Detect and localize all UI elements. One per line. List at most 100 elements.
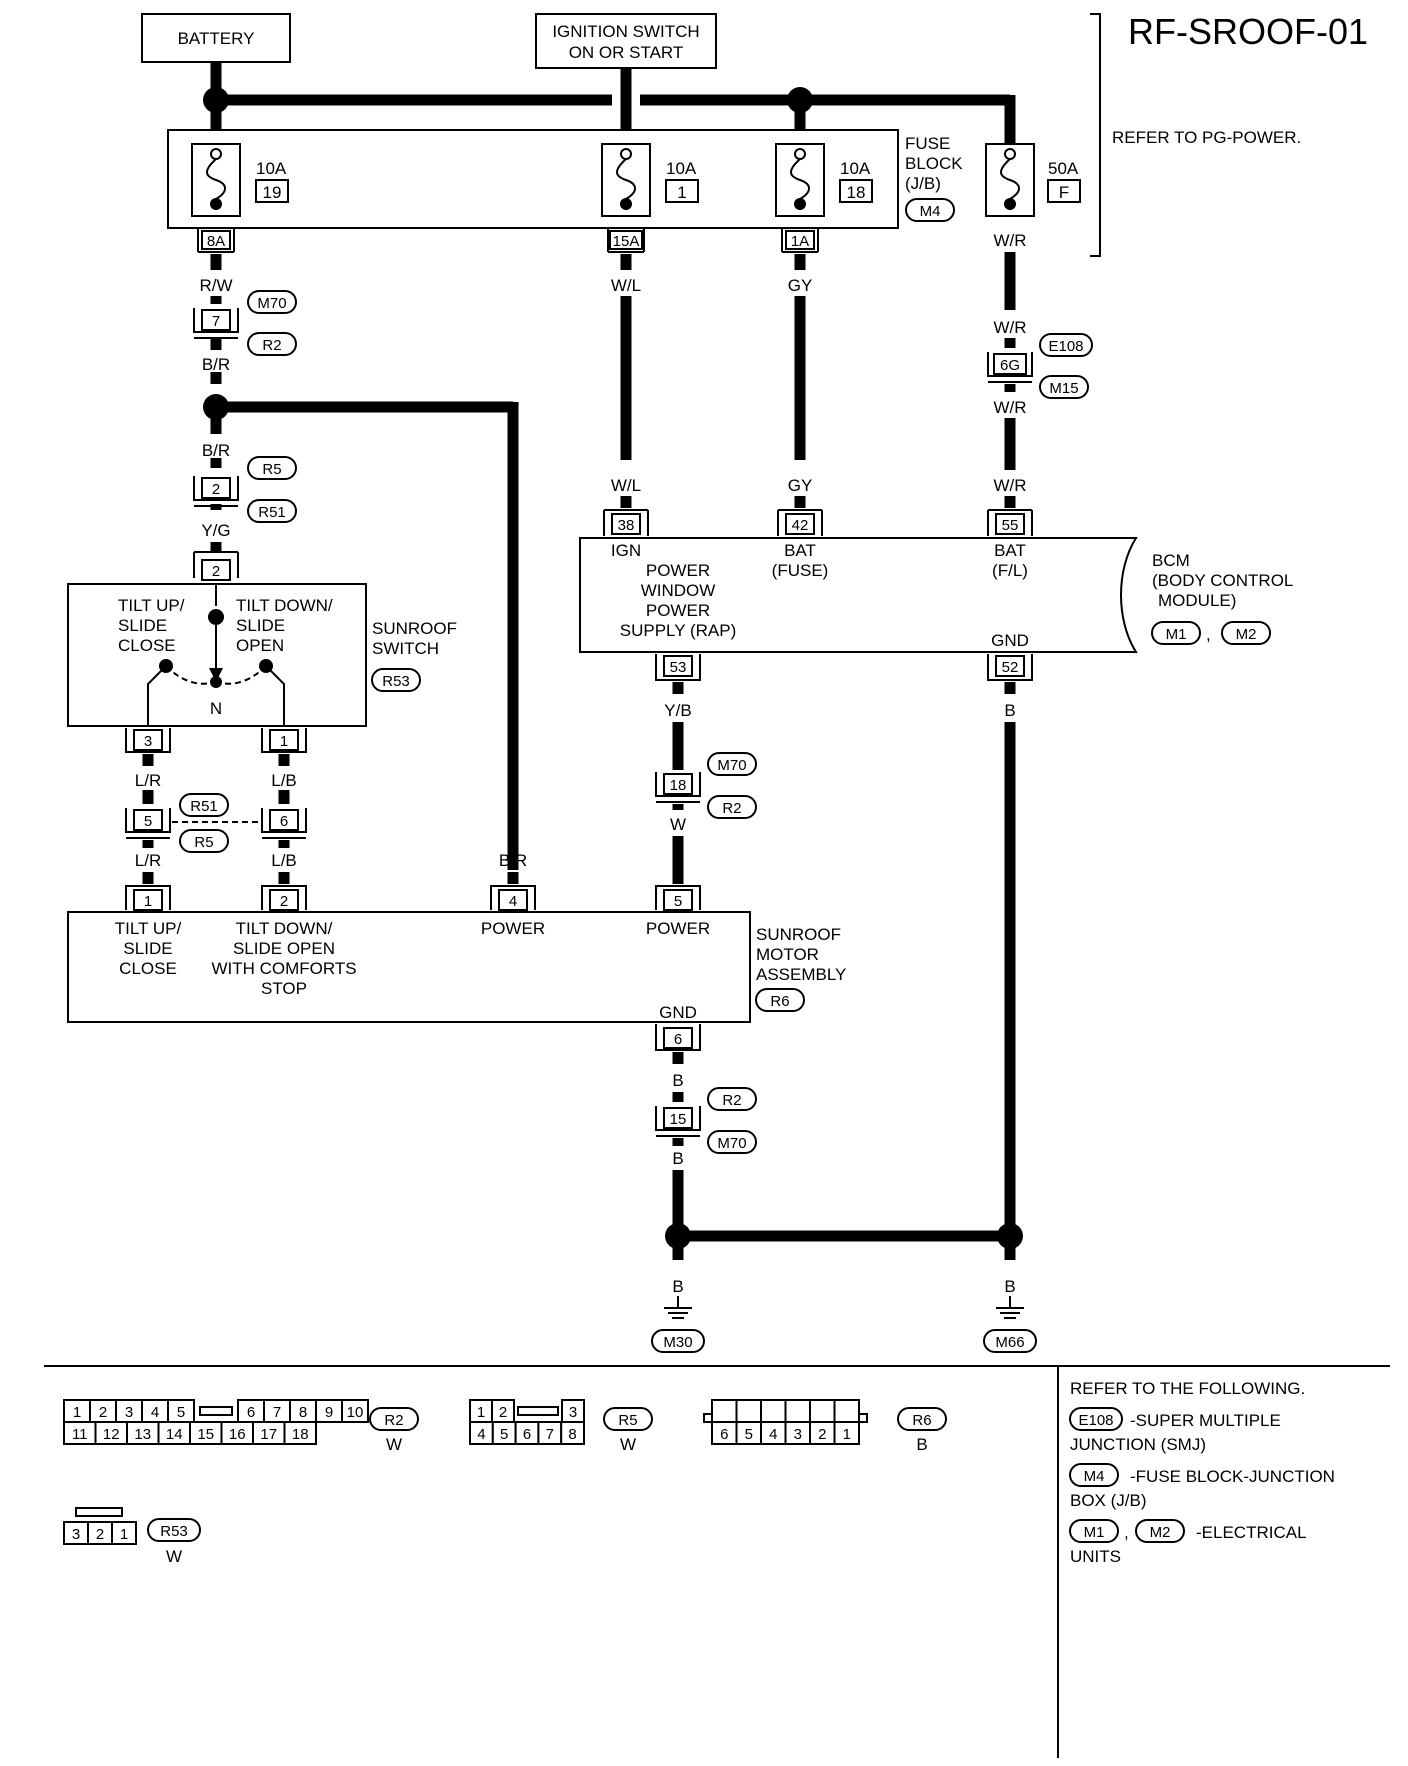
wire-label-lb-1: L/B xyxy=(271,771,297,790)
fuse-19: 10A 19 xyxy=(191,143,289,217)
bcm-pw-4: SUPPLY (RAP) xyxy=(620,621,737,640)
motor-terminal-1: 1 xyxy=(125,885,171,911)
r6-empty-1-cell xyxy=(711,1399,738,1423)
inline-connector-6g: 6G xyxy=(987,352,1033,383)
connector-m1-badge-1 xyxy=(1151,621,1201,645)
motor-p2-label-1: TILT DOWN/ xyxy=(236,919,333,938)
refer-pg-power: REFER TO PG-POWER. xyxy=(1112,128,1301,147)
inline-connector-18: 18 xyxy=(655,772,701,803)
r5-pin-4-label: 4 xyxy=(477,1426,485,1443)
svg-text:2: 2 xyxy=(212,481,220,498)
r6-empty-6-cell xyxy=(833,1399,860,1423)
legend-m1-label: M1 xyxy=(1084,1524,1105,1541)
r2-pin-6-label: 6 xyxy=(247,1404,255,1421)
connector-m15-label: M15 xyxy=(1049,380,1078,397)
diagram-title: RF-SROOF-01 xyxy=(1128,11,1368,52)
wire-label-lb-2: L/B xyxy=(271,851,297,870)
svg-text:42: 42 xyxy=(792,517,809,534)
connector-m70-label-1: M70 xyxy=(257,295,286,312)
r2-pin-8-label: 8 xyxy=(299,1404,307,1421)
wire-label-b-3: B xyxy=(672,1277,683,1296)
svg-text:18: 18 xyxy=(670,777,687,794)
connector-r2-badge-2 xyxy=(707,795,757,819)
legend-e108-desc-1: -SUPER MULTIPLE xyxy=(1130,1411,1281,1430)
connector-m70-label-2: M70 xyxy=(717,757,746,774)
svg-text:5: 5 xyxy=(674,893,682,910)
switch-terminal-1: 1 xyxy=(261,728,307,753)
switch-tilt-up-2: SLIDE xyxy=(118,616,167,635)
connector-m70-badge-2 xyxy=(707,752,757,776)
motor-p2-label-4: STOP xyxy=(261,979,307,998)
connector-r53-color: W xyxy=(166,1547,182,1566)
motor-p2-label-3: WITH COMFORTS xyxy=(211,959,356,978)
r6-empty-5-cell xyxy=(809,1399,836,1423)
connector-m70-badge-1 xyxy=(247,290,297,314)
wire-label-br-2: B/R xyxy=(202,441,230,460)
wire-label-lr-2: L/R xyxy=(135,851,161,870)
r6-pin-4-label: 4 xyxy=(769,1426,777,1443)
connector-m15-badge xyxy=(1039,375,1089,399)
bcm-pw-2: WINDOW xyxy=(641,581,716,600)
battery-label: BATTERY xyxy=(178,29,255,48)
r2-pin-14-label: 14 xyxy=(166,1426,183,1443)
motor-power-5: POWER xyxy=(646,919,710,938)
r6-pin-5-label: 5 xyxy=(745,1426,753,1443)
svg-text:10A: 10A xyxy=(666,159,697,178)
r2-pin-16-label: 16 xyxy=(229,1426,246,1443)
connector-r2-color: W xyxy=(386,1435,402,1454)
connector-r2-label-3: R2 xyxy=(722,1092,741,1109)
svg-text:50A: 50A xyxy=(1048,159,1079,178)
svg-text:2: 2 xyxy=(212,563,220,580)
motor-name-2: MOTOR xyxy=(756,945,819,964)
motor-name-1: SUNROOF xyxy=(756,925,841,944)
motor-terminal-6: 6 xyxy=(655,1024,701,1051)
r6-latch-left xyxy=(703,1413,713,1423)
r53-lock xyxy=(75,1507,123,1517)
motor-gnd: GND xyxy=(659,1003,697,1022)
wire-label-wr-2: W/R xyxy=(993,318,1026,337)
connector-m2-badge-1 xyxy=(1221,621,1271,645)
svg-text:1A: 1A xyxy=(791,233,809,250)
svg-text:19: 19 xyxy=(263,183,282,202)
svg-text:7: 7 xyxy=(212,313,220,330)
svg-text:F: F xyxy=(1059,183,1069,202)
connector-r5-view-badge xyxy=(603,1407,653,1431)
legend-m-desc-2: UNITS xyxy=(1070,1547,1121,1566)
r6-pin-1-label: 1 xyxy=(843,1426,851,1443)
connector-m2-label-1: M2 xyxy=(1236,626,1257,643)
legend-m2-badge xyxy=(1135,1519,1185,1543)
bcm-bat-fuse-2: (FUSE) xyxy=(772,561,829,580)
connector-r2-label-1: R2 xyxy=(262,337,281,354)
connector-r6-view-badge xyxy=(897,1407,947,1431)
r5-pin-8-label: 8 xyxy=(568,1426,576,1443)
bcm-gnd: GND xyxy=(991,631,1029,650)
svg-text:8A: 8A xyxy=(207,233,225,250)
r2-pin-9-label: 9 xyxy=(325,1404,333,1421)
motor-terminal-2: 2 xyxy=(261,885,307,911)
r2-pin-10-cell xyxy=(341,1399,369,1423)
r2-pin-11-label: 11 xyxy=(72,1426,88,1443)
wire-label-wl-1: W/L xyxy=(611,276,641,295)
ignition-switch-box xyxy=(535,13,717,69)
r6-pin-1-cell xyxy=(833,1421,860,1445)
connector-r53-view-badge xyxy=(147,1518,201,1542)
switch-tilt-down-1: TILT DOWN/ xyxy=(236,596,333,615)
motor-p2-label-2: SLIDE OPEN xyxy=(233,939,335,958)
legend-e108-desc-2: JUNCTION (SMJ) xyxy=(1070,1435,1206,1454)
connector-m4-label: M4 xyxy=(920,203,941,220)
ignition-label-line2: ON OR START xyxy=(569,43,684,62)
connector-r53-badge-1 xyxy=(371,668,421,692)
bcm-connector-comma: , xyxy=(1206,625,1211,644)
r53-pin-3-label: 3 xyxy=(72,1526,80,1543)
wire-label-gy-1: GY xyxy=(788,276,813,295)
connector-r51-label-2: R51 xyxy=(190,798,218,815)
wire-label-gy-2: GY xyxy=(788,476,813,495)
r2-pin-18-label: 18 xyxy=(292,1426,309,1443)
connector-r6-color: B xyxy=(916,1435,927,1454)
r2-pin-5-label: 5 xyxy=(177,1404,185,1421)
ignition-label-line1: IGNITION SWITCH xyxy=(552,22,699,41)
r2-lock xyxy=(199,1406,233,1416)
inline-connector-15: 15 xyxy=(655,1106,701,1137)
